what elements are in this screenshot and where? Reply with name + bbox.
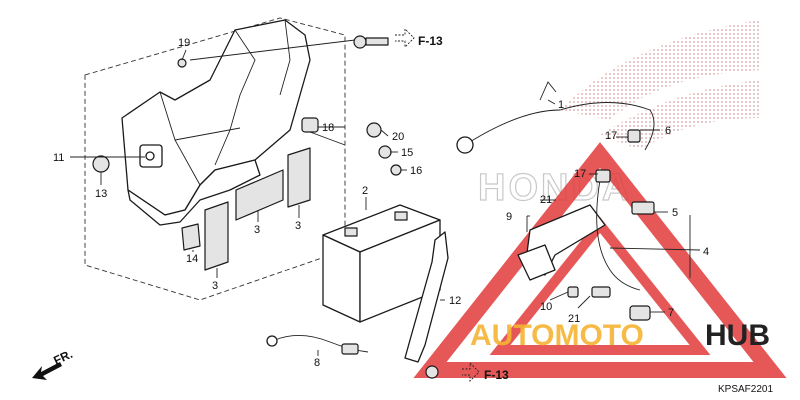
callout-14: 14 bbox=[186, 253, 198, 265]
grommet-20 bbox=[366, 122, 382, 138]
callout-5: 5 bbox=[672, 207, 678, 219]
ref-top-text: F-13 bbox=[418, 34, 443, 48]
bolt-15 bbox=[378, 145, 392, 159]
battery bbox=[322, 204, 441, 323]
rubber-pads bbox=[204, 147, 311, 271]
callout-17a: 17 bbox=[605, 130, 617, 142]
front-label: FR. bbox=[51, 347, 74, 368]
callout-4: 4 bbox=[703, 246, 709, 258]
ref-arrow-top: F-13 bbox=[395, 27, 443, 49]
front-arrow: FR. bbox=[32, 347, 75, 380]
leader-lines bbox=[70, 39, 701, 356]
callout-3a: 3 bbox=[254, 224, 260, 236]
callout-17b: 17 bbox=[574, 168, 586, 180]
callout-12: 12 bbox=[449, 295, 461, 307]
callout-15: 15 bbox=[401, 147, 413, 159]
callout-19: 19 bbox=[178, 37, 190, 49]
cushion-14 bbox=[181, 223, 201, 251]
callout-7: 7 bbox=[668, 307, 674, 319]
callout-3b: 3 bbox=[295, 220, 301, 232]
callout-10: 10 bbox=[540, 301, 552, 313]
watermark-text-b: HUB bbox=[705, 319, 770, 352]
ref-bottom-text: F-13 bbox=[484, 368, 509, 382]
dashed-group-outline bbox=[84, 17, 346, 301]
callout-6: 6 bbox=[665, 125, 671, 137]
callout-1: 1 bbox=[558, 99, 564, 111]
watermark-text-a: AUTOMOTO bbox=[470, 319, 644, 352]
callout-13: 13 bbox=[95, 188, 107, 200]
bolt-top-shaft bbox=[365, 37, 389, 46]
callout-18: 18 bbox=[322, 122, 334, 134]
ref-arrow-bottom: F-13 bbox=[462, 361, 509, 383]
diagram-code: KPSAF2201 bbox=[718, 384, 773, 395]
callout-9: 9 bbox=[506, 211, 512, 223]
relay-assembly bbox=[456, 81, 655, 321]
callout-3c: 3 bbox=[212, 280, 218, 292]
grommet-13 bbox=[92, 155, 110, 173]
bolt-top bbox=[353, 35, 367, 49]
watermark-logo: AUTOMOTO HUB bbox=[413, 142, 787, 378]
nut-16 bbox=[390, 164, 402, 176]
callout-21a: 21 bbox=[540, 194, 552, 206]
collar-18 bbox=[301, 117, 319, 133]
bolt-bottom bbox=[425, 365, 439, 379]
callout-2: 2 bbox=[362, 185, 368, 197]
battery-cable bbox=[266, 335, 369, 355]
callout-20: 20 bbox=[392, 131, 404, 143]
callout-numbers: 1 2 3 3 3 4 5 6 7 8 9 10 11 12 13 14 15 … bbox=[53, 37, 709, 369]
callout-21b: 21 bbox=[568, 313, 580, 325]
callout-16: 16 bbox=[410, 165, 422, 177]
callout-11: 11 bbox=[53, 152, 64, 164]
nut-19 bbox=[177, 58, 187, 68]
battery-box bbox=[121, 19, 311, 226]
battery-bracket bbox=[404, 231, 449, 363]
callout-8: 8 bbox=[314, 357, 320, 369]
